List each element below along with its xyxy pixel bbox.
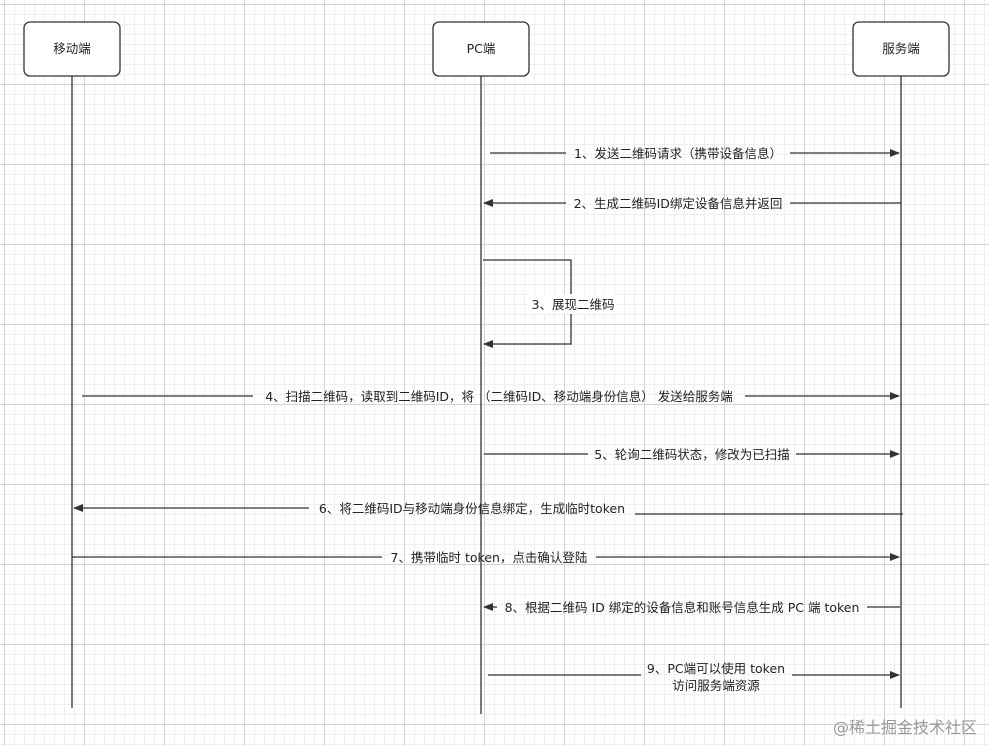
participant-pc: PC端 (432, 21, 530, 77)
message-1-label: 1、发送二维码请求（携带设备信息） (574, 146, 782, 161)
message-8: 8、根据二维码 ID 绑定的设备信息和账号信息生成 PC 端 token (483, 600, 900, 615)
message-4: 4、扫描二维码，读取到二维码ID，将 （二维码ID、移动端身份信息） 发送给服务… (82, 389, 900, 404)
message-3-label: 3、展现二维码 (532, 297, 615, 312)
message-8-label: 8、根据二维码 ID 绑定的设备信息和账号信息生成 PC 端 token (505, 600, 860, 615)
message-2: 2、生成二维码ID绑定设备信息并返回 (483, 196, 901, 211)
message-1: 1、发送二维码请求（携带设备信息） (490, 146, 900, 161)
message-9: 9、PC端可以使用 token 访问服务端资源 (488, 661, 900, 693)
message-6: 6、将二维码ID与移动端身份信息绑定，生成临时token (73, 501, 903, 516)
message-9-label-line1: 9、PC端可以使用 token (647, 661, 785, 676)
message-9-label-line2: 访问服务端资源 (672, 678, 760, 693)
participant-mobile: 移动端 (23, 21, 121, 77)
message-7-label: 7、携带临时 token，点击确认登陆 (391, 550, 588, 565)
message-5-label: 5、轮询二维码状态，修改为已扫描 (594, 447, 789, 462)
message-7: 7、携带临时 token，点击确认登陆 (72, 550, 900, 565)
message-3: 3、展现二维码 (483, 259, 618, 348)
watermark: @稀土掘金技术社区 (832, 718, 977, 737)
participant-server: 服务端 (852, 21, 950, 77)
message-2-label: 2、生成二维码ID绑定设备信息并返回 (574, 196, 783, 211)
message-4-label: 4、扫描二维码，读取到二维码ID，将 （二维码ID、移动端身份信息） 发送给服务… (265, 389, 733, 404)
participant-pc-label: PC端 (467, 41, 496, 56)
participant-server-label: 服务端 (882, 41, 920, 56)
message-6-label: 6、将二维码ID与移动端身份信息绑定，生成临时token (319, 501, 625, 516)
participant-mobile-label: 移动端 (53, 41, 91, 56)
message-5: 5、轮询二维码状态，修改为已扫描 (484, 447, 900, 462)
